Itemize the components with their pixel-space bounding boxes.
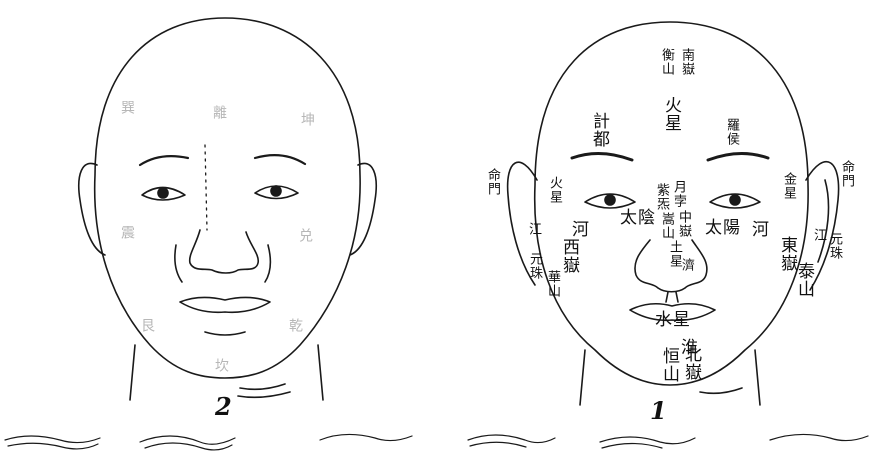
label-tai-shan: 泰山 <box>795 262 812 298</box>
label-qian: 乾 <box>288 318 302 333</box>
label-tai-yang: 太陽 <box>705 220 741 237</box>
label-jiang-right: 江 <box>812 228 825 242</box>
label-song-shan: 嵩山 <box>660 212 673 240</box>
right-face-neck-lines <box>700 388 742 393</box>
left-face-left-pupil <box>158 188 168 198</box>
left-head-outline <box>95 18 360 378</box>
left-face-right-brow <box>255 155 305 164</box>
label-nan-yue: 南嶽 <box>680 48 693 76</box>
right-face-left-pupil <box>605 195 615 205</box>
label-yuan-zhu-right: 元珠 <box>828 232 841 260</box>
left-face-center-dots <box>205 145 207 230</box>
label-bei-yue: 北嶽 <box>682 345 699 381</box>
label-jiang-left: 江 <box>527 222 540 236</box>
label-xi-yue: 西嶽 <box>560 238 577 274</box>
label-zi-qi: 紫炁 <box>655 183 668 211</box>
figure-number-right: 1 <box>650 396 667 425</box>
right-face-right-brow <box>708 153 768 160</box>
figure-number-left: 2 <box>215 392 232 421</box>
label-zhen: 震 <box>120 225 134 240</box>
left-face-neck-lines <box>238 384 290 397</box>
label-heng-shan-north: 恒山 <box>660 347 677 383</box>
right-face-philtrum <box>666 292 678 302</box>
label-zhong-yue: 中嶽 <box>677 210 690 238</box>
label-luo-hou: 羅侯 <box>725 118 738 146</box>
label-li: 離 <box>212 105 226 120</box>
label-ji-du: 計都 <box>590 112 607 148</box>
left-face-mouth <box>180 297 270 312</box>
left-face-left-ear <box>79 163 105 255</box>
left-face-cheek-lines <box>175 245 271 282</box>
right-face-left-brow <box>572 153 632 160</box>
left-face-right-pupil <box>271 186 281 196</box>
label-jin-xing: 金星 <box>782 172 795 200</box>
label-hua-shan: 華山 <box>546 270 559 298</box>
left-face-drawing <box>79 18 376 400</box>
label-heng-shan: 衡山 <box>660 48 673 76</box>
label-huo-xing-side: 火星 <box>548 176 561 204</box>
label-yuan-zhu-left: 元珠 <box>528 252 541 280</box>
label-dui: 兑 <box>298 228 312 243</box>
label-huo-xing-top: 火星 <box>662 96 679 132</box>
label-ji: 濟 <box>680 258 693 272</box>
ground-hatching <box>5 434 868 449</box>
label-shui-xing: 水星 <box>655 312 691 329</box>
left-face-nose <box>190 230 259 273</box>
label-kan: 坎 <box>214 358 228 373</box>
left-face-chin-line <box>205 332 245 335</box>
label-he-right: 河 <box>752 222 770 239</box>
label-kun: 坤 <box>300 112 314 127</box>
label-gen: 艮 <box>140 318 154 333</box>
right-face-right-pupil <box>730 195 740 205</box>
label-tai-yin: 太陰 <box>620 210 656 227</box>
label-xun: 巽 <box>120 100 134 115</box>
label-he-left: 河 <box>572 222 590 239</box>
left-face-left-brow <box>140 156 188 165</box>
label-ming-men-left: 命門 <box>486 168 499 196</box>
label-yue-bei: 月孛 <box>672 180 685 208</box>
label-ming-men-right: 命門 <box>840 160 853 188</box>
label-dong-yue: 東嶽 <box>778 236 795 272</box>
